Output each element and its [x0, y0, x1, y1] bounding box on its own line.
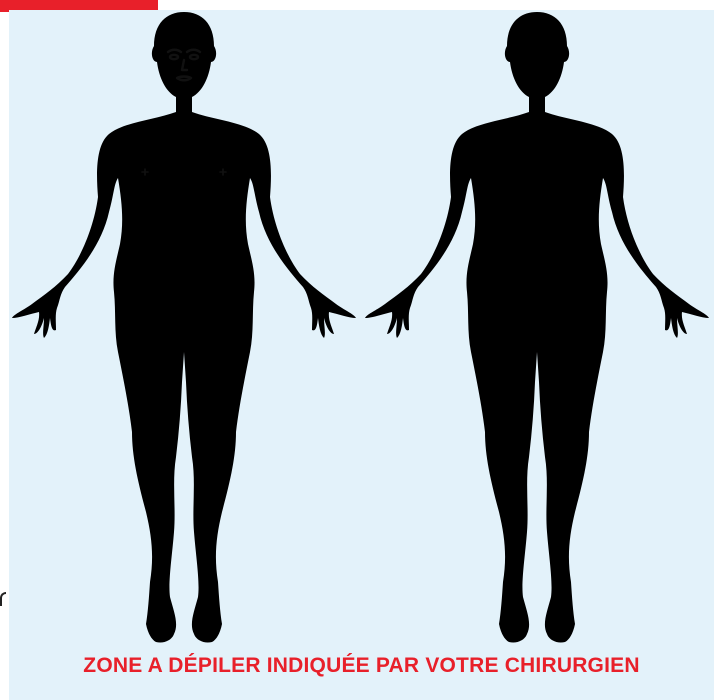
front-body-figure — [12, 12, 356, 643]
instruction-caption: ZONE A DÉPILER INDIQUÉE PAR VOTRE CHIRUR… — [9, 654, 714, 678]
back-body-figure — [365, 12, 709, 643]
clipped-edge-glyph — [0, 592, 6, 606]
body-outline-diagram — [9, 10, 714, 650]
